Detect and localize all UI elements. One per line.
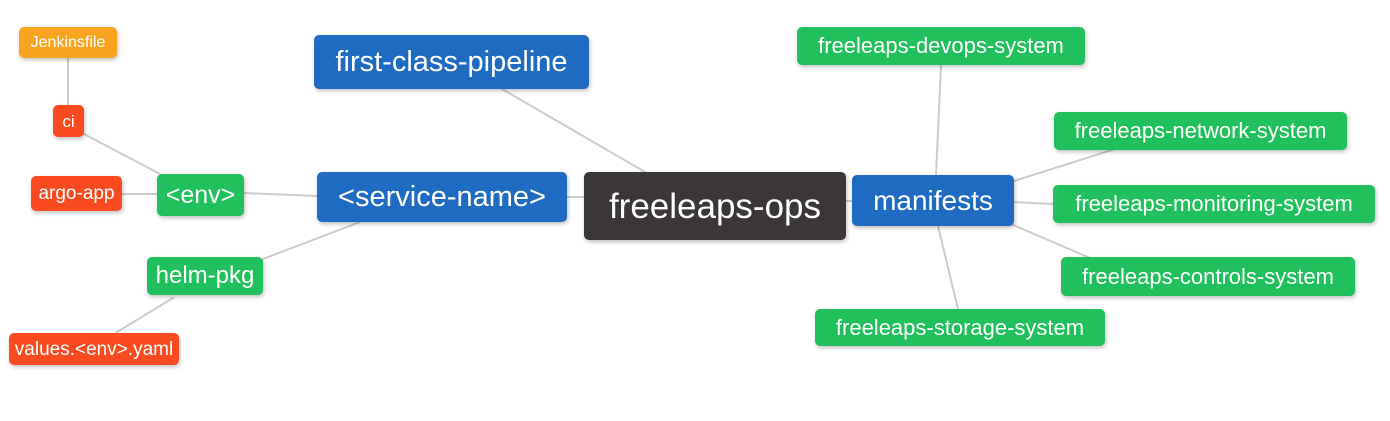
edge-manifests-to-storage-system [937, 225, 959, 310]
node-helm-pkg[interactable]: helm-pkg [147, 257, 263, 295]
node-argo-app[interactable]: argo-app [31, 176, 122, 211]
node-first-class-pipeline[interactable]: first-class-pipeline [314, 35, 589, 89]
node-devops-system[interactable]: freeleaps-devops-system [797, 27, 1085, 65]
node-network-system[interactable]: freeleaps-network-system [1054, 112, 1347, 150]
edge-manifests-to-devops-system [935, 64, 942, 176]
edge-values-env-yaml-to-helm-pkg [116, 297, 174, 333]
node-controls-system[interactable]: freeleaps-controls-system [1061, 257, 1355, 296]
edge-env-to-service-name [243, 192, 318, 197]
node-env[interactable]: <env> [157, 174, 244, 216]
edge-first-class-pipeline-to-freeleaps-ops [501, 88, 646, 173]
edge-manifests-to-controls-system [1010, 223, 1091, 259]
edge-manifests-to-network-system [1013, 148, 1116, 182]
node-jenkinsfile[interactable]: Jenkinsfile [19, 27, 117, 58]
node-service-name[interactable]: <service-name> [317, 172, 567, 222]
edge-ci-to-env [83, 133, 161, 175]
node-ci[interactable]: ci [53, 105, 84, 137]
node-storage-system[interactable]: freeleaps-storage-system [815, 309, 1105, 346]
node-monitoring-system[interactable]: freeleaps-monitoring-system [1053, 185, 1375, 223]
node-values-env-yaml[interactable]: values.<env>.yaml [9, 333, 179, 365]
edge-manifests-to-monitoring-system [1013, 201, 1054, 205]
edge-helm-pkg-to-service-name [262, 221, 361, 260]
node-freeleaps-ops[interactable]: freeleaps-ops [584, 172, 846, 240]
node-manifests[interactable]: manifests [852, 175, 1014, 226]
